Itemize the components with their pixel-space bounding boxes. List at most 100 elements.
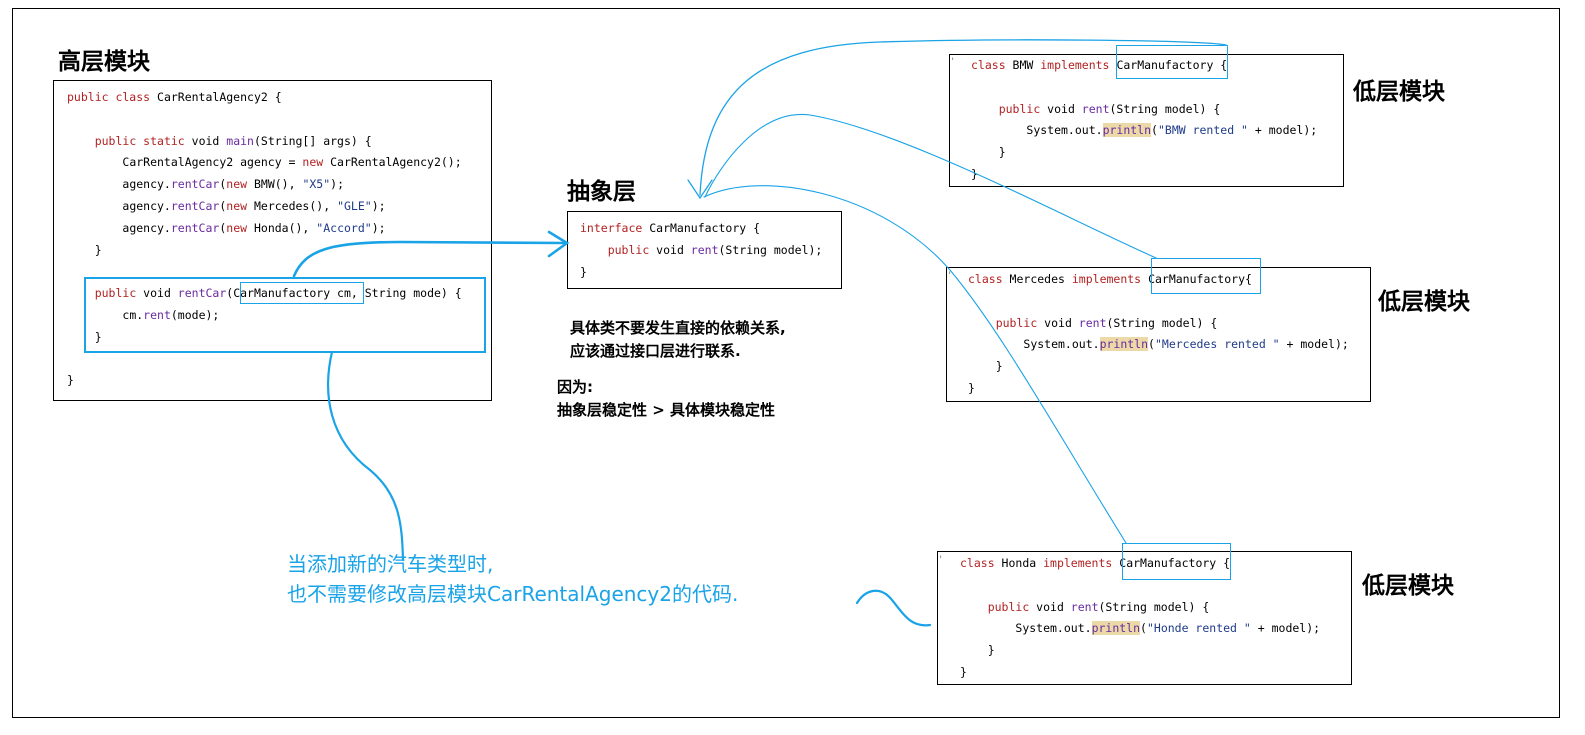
code-text: cm. (122, 307, 144, 322)
extensibility-note-line1: 当添加新的汽车类型时, (287, 552, 494, 576)
code-text: } (971, 166, 978, 181)
code-text: BMW(), (247, 177, 303, 192)
code-text: ( (1148, 337, 1155, 352)
code-keyword: public (94, 286, 137, 301)
low-level-module-heading-mercedes: 低层模块 (1378, 289, 1470, 315)
code-text: + model); (1250, 621, 1321, 636)
code-keyword: new (226, 177, 248, 192)
code-text: System.out. (1026, 123, 1103, 138)
interface-code-box: interface CarManufactory { public void r… (567, 211, 842, 289)
honda-interface-highlight-box (1122, 543, 1231, 580)
code-function: rent (1081, 101, 1110, 116)
code-text: ( (1140, 621, 1147, 636)
dependency-note-line2: 应该通过接口层进行联系. (570, 342, 741, 360)
code-text: } (987, 643, 995, 658)
low-level-module-heading-bmw: 低层模块 (1353, 79, 1445, 105)
code-text: ( (226, 286, 234, 301)
code-function: rentCar (177, 286, 227, 301)
code-function: rent (690, 242, 719, 257)
code-keyword: class (971, 58, 1006, 72)
bmw-to-interface-arrow (699, 39, 1227, 196)
code-text: + model); (1247, 123, 1318, 138)
highlighted-parameter: CarManufactory cm (233, 286, 351, 301)
extensibility-note: 当添加新的汽车类型时, 也不需要修改高层模块CarRentalAgency2的代… (287, 549, 738, 609)
code-string: "Accord" (316, 220, 372, 235)
code-text: agency. (122, 177, 171, 192)
agency-code: public class CarRentalAgency2 { public s… (67, 90, 462, 388)
code-text: } (94, 329, 102, 344)
code-keyword: new (226, 198, 248, 213)
code-text: } (960, 664, 967, 679)
code-text: + model); (1279, 337, 1349, 352)
corner-mark: ' (950, 57, 956, 67)
code-text: Mercedes (1002, 272, 1072, 286)
code-function: rent (1070, 599, 1099, 614)
code-function: println (1091, 621, 1141, 636)
code-text: (String model); (718, 242, 823, 257)
code-text: void (136, 286, 178, 301)
code-text: System.out. (1015, 621, 1092, 636)
code-keyword: class (968, 272, 1003, 286)
carmanufactory-param-highlight-box (240, 282, 364, 304)
code-text: CarRentalAgency2 { (150, 90, 282, 104)
code-string: "Mercedes rented " (1154, 337, 1280, 352)
code-function: rentCar (170, 177, 220, 192)
code-text: } (995, 359, 1003, 374)
code-text: BMW (1005, 58, 1041, 72)
method-box-to-note-line (326, 350, 405, 562)
corner-mark: ' (947, 271, 953, 281)
code-keyword: class (960, 556, 995, 570)
code-keyword: public (607, 242, 650, 257)
code-keyword: implements (1043, 556, 1113, 570)
code-text: CarRentalAgency2 agency = (122, 155, 303, 170)
honda-to-interface-line (703, 185, 1127, 544)
bmw-code: class BMW implements CarManufactory { pu… (971, 55, 1317, 186)
code-text: (String model) { (1109, 101, 1221, 116)
extensibility-note-line2: 也不需要修改高层模块CarRentalAgency2的代码. (287, 582, 739, 606)
mercedes-code: class Mercedes implements CarManufactory… (968, 269, 1349, 400)
code-text: void (1029, 599, 1071, 614)
interface-reference: CarManufactory (1119, 556, 1217, 570)
honda-code-box: ' class Honda implements CarManufactory … (937, 551, 1352, 685)
code-text: CarRentalAgency2(); (323, 155, 462, 170)
reason-note-stability: 抽象层稳定性 > 具体模块稳定性 (557, 401, 776, 419)
param-to-interface-arrowhead (547, 230, 570, 258)
reason-note-because: 因为: (557, 378, 593, 396)
code-text: } (968, 380, 975, 395)
dependency-note-line1: 具体类不要发生直接的依赖关系, (570, 319, 786, 337)
corner-mark: ' (938, 555, 944, 565)
code-function: println (1099, 337, 1149, 352)
code-text: } (94, 242, 102, 257)
diagram-frame (12, 8, 1560, 718)
code-text: ); (371, 198, 386, 213)
reason-note: 因为: 抽象层稳定性 > 具体模块稳定性 (557, 376, 775, 422)
honda-code: class Honda implements CarManufactory { … (960, 553, 1320, 684)
bmw-to-interface-arrowhead (687, 179, 713, 200)
code-text: agency. (122, 198, 171, 213)
code-keyword: public (987, 599, 1030, 614)
bmw-interface-highlight-box (1116, 45, 1228, 79)
code-function: rent (143, 307, 171, 322)
code-text: (String model) { (1106, 315, 1218, 330)
code-keyword: public (998, 101, 1041, 116)
mercedes-to-interface-line (704, 113, 1157, 259)
code-text: Honda(), (247, 220, 317, 235)
code-text: void (649, 242, 691, 257)
mercedes-code-box: ' class Mercedes implements CarManufacto… (946, 267, 1371, 402)
code-text: Honda (994, 556, 1044, 570)
code-keyword: interface (580, 221, 643, 235)
code-function: println (1102, 123, 1152, 138)
dependency-note: 具体类不要发生直接的依赖关系, 应该通过接口层进行联系. (570, 317, 786, 363)
rentcar-method-highlight-box (84, 277, 486, 353)
code-text: void (184, 133, 227, 148)
code-text: ( (1151, 123, 1158, 138)
code-text: System.out. (1023, 337, 1100, 352)
bmw-code-box: ' class BMW implements CarManufactory { … (949, 54, 1344, 187)
high-level-module-heading: 高层模块 (58, 49, 150, 75)
code-keyword: public (995, 315, 1038, 330)
code-text: ); (330, 177, 344, 192)
abstraction-layer-heading: 抽象层 (567, 179, 636, 205)
code-string: "GLE" (337, 198, 372, 213)
code-string: "Honde rented " (1146, 621, 1251, 636)
